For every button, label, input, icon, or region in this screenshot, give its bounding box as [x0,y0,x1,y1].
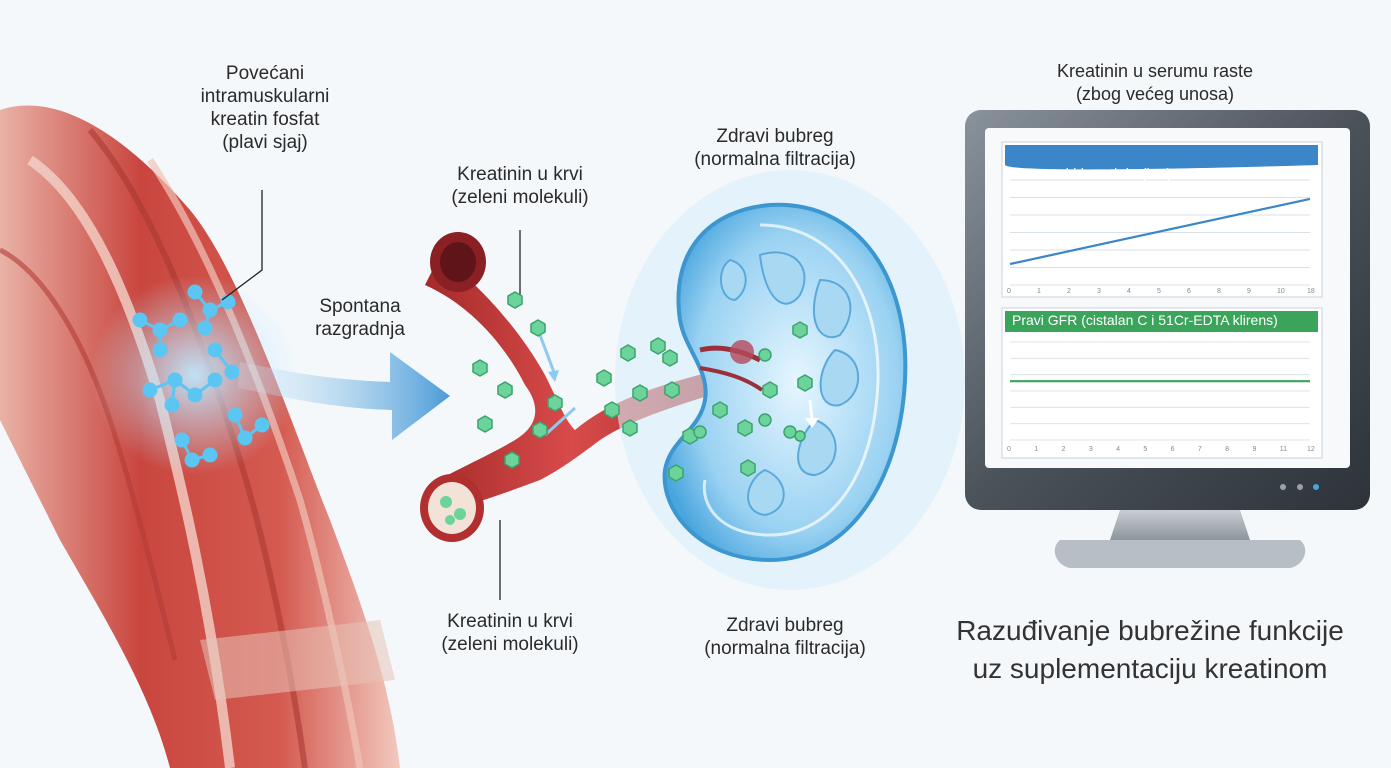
blood-label-line: (zeleni molekuli) [441,634,579,655]
gfr-chart-title: Pravi GFR (cistalan C i 51Cr-EDTA kliren… [1012,312,1278,328]
x-tick-label: 3 [1088,446,1093,453]
arrow-label-line: Spontana [319,296,401,317]
degradation-arrow [238,352,450,440]
kidney-label-line: (normalna filtracija) [694,149,856,170]
page-title-line: uz suplementaciju kreatinom [972,653,1328,684]
monitor-caption-line: (zbog većeg unosa) [1075,84,1235,104]
x-tick-label: 3 [1097,288,1101,295]
arrow-label-line: razgradnja [315,319,405,340]
kidney-label-line: Zdravi bubreg [726,615,844,636]
monitor-caption: Kreatinin u serumu raste (zbog većeg uno… [1030,60,1280,106]
serum-chart-title: Serumski kreatinin (krv) [1014,166,1172,183]
muscle-label: Povećani intramuskularni kreatin fosfat … [180,62,350,154]
kidney-label-line: Zdravi bubreg [716,126,834,147]
blood-label-line: Kreatinin u krvi [447,611,573,632]
blood-label-line: Kreatinin u krvi [457,164,583,185]
kidney-label-line: (normalna filtracija) [704,638,866,659]
page-title: Razuđivanje bubrežine funkcije uz suplem… [930,612,1370,688]
x-tick-label: 9 [1252,446,1257,453]
blue-molecules [132,284,270,468]
x-tick-label: 1 [1034,446,1039,453]
x-tick-label: 7 [1197,446,1202,453]
true-gfr-chart [1001,307,1323,459]
kidney-label-bottom: Zdravi bubreg (normalna filtracija) [680,614,890,660]
x-tick-label: 11 [1279,446,1287,453]
muscle-label-line: kreatin fosfat [210,109,320,130]
x-tick-label: 4 [1116,446,1120,453]
x-tick-label: 5 [1157,288,1161,295]
x-tick-label: 6 [1170,446,1175,453]
kidney-label-top: Zdravi bubreg (normalna filtracija) [670,125,880,171]
x-tick-label: 2 [1067,288,1071,295]
blood-label-bottom: Kreatinin u krvi (zeleni molekuli) [410,610,610,656]
arrow-label: Spontana razgradnja [290,295,430,341]
x-tick-label: 0 [1007,446,1011,453]
x-tick-label: 0 [1007,288,1011,295]
x-tick-label: 8 [1217,288,1221,295]
x-tick-label: 4 [1127,288,1131,295]
muscle-arm [0,105,400,768]
blood-vessel [420,230,720,600]
kidney [615,170,965,590]
blood-label-line: (zeleni molekuli) [451,187,589,208]
serum-creatinine-line [1009,197,1311,266]
muscle-label-line: intramuskularni [200,86,330,107]
blood-label-top: Kreatinin u krvi (zeleni molekuli) [420,163,620,209]
monitor-caption-line: Kreatinin u serumu raste [1056,61,1254,81]
green-molecules [472,291,813,482]
x-tick-label: 12 [1307,446,1315,453]
serum-creatinine-chart [1001,141,1323,298]
x-tick-label: 1 [1037,288,1041,295]
x-tick-label: 10 [1277,288,1285,295]
x-tick-label: 5 [1143,446,1148,453]
x-tick-label: 8 [1225,446,1230,453]
muscle-label-line: (plavi sjaj) [222,132,308,153]
page-title-line: Razuđivanje bubrežine funkcije [956,615,1344,646]
monitor[interactable] [965,110,1370,568]
muscle-label-line: Povećani [225,63,305,84]
x-tick-label: 18 [1307,288,1315,295]
x-tick-label: 6 [1187,288,1191,295]
x-tick-label: 2 [1061,446,1066,453]
x-tick-label: 9 [1247,288,1251,295]
